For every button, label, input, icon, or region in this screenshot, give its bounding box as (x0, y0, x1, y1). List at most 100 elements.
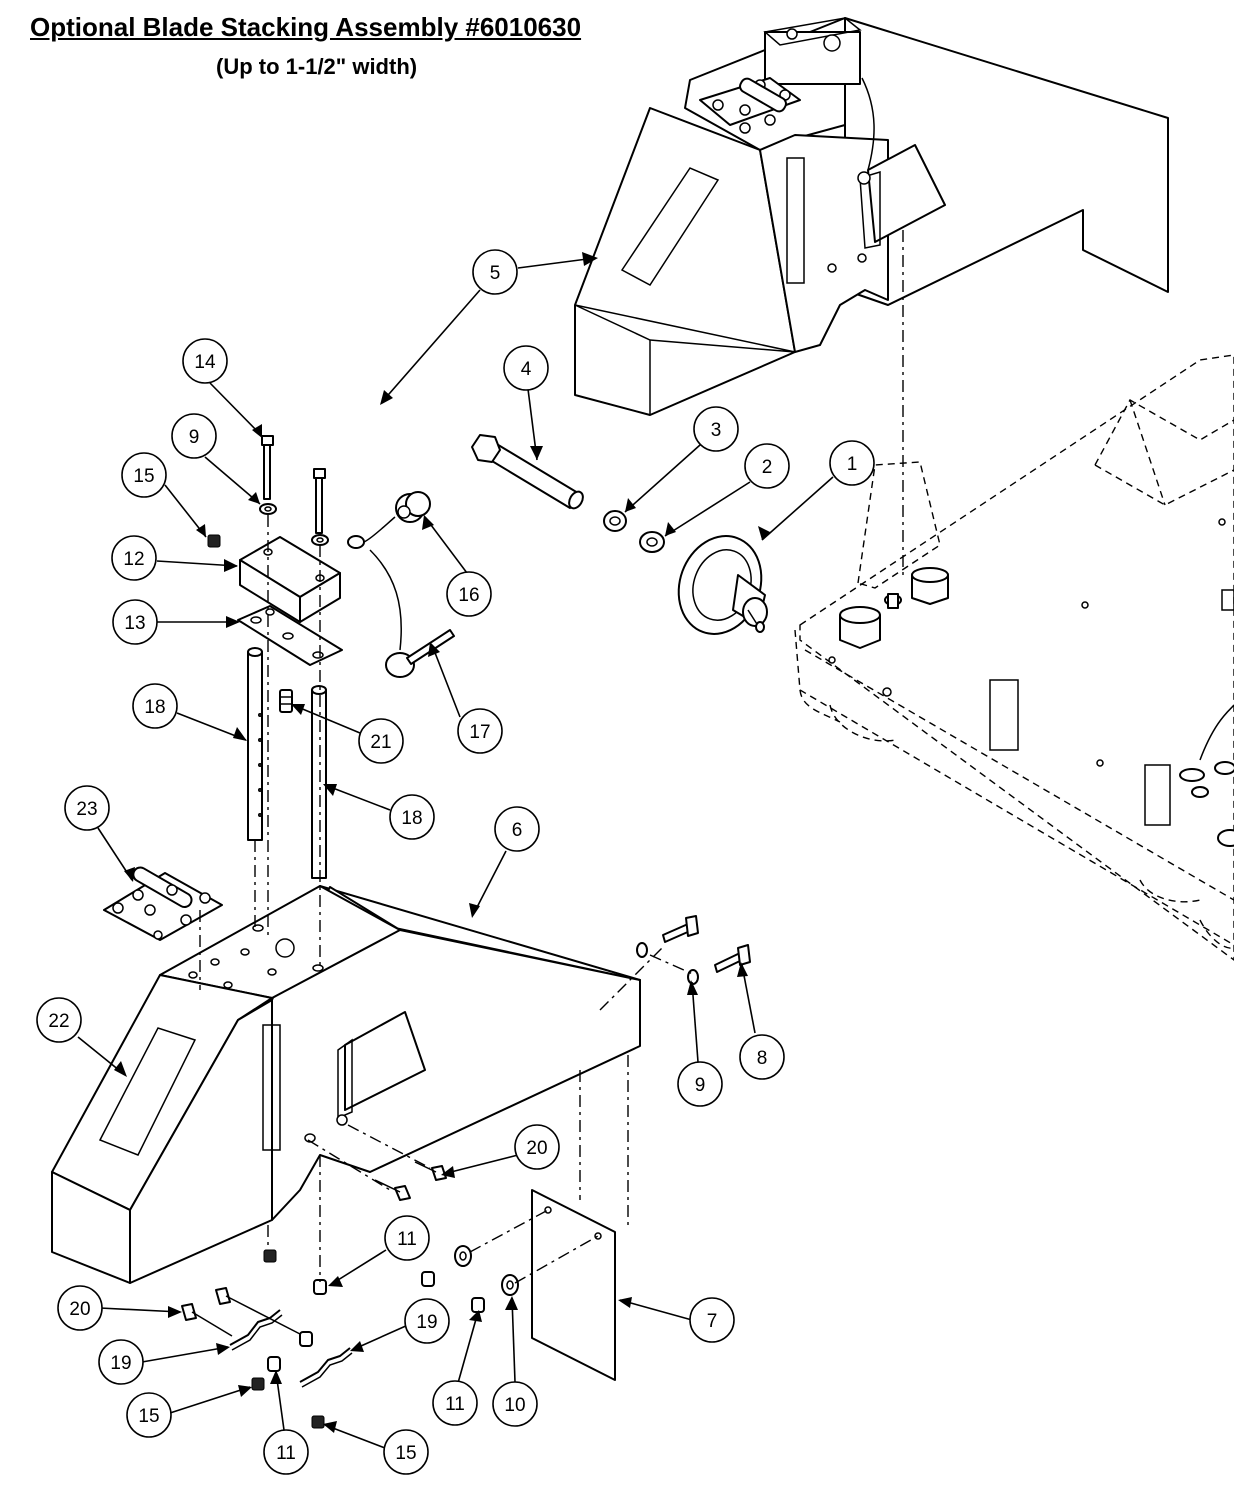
callout-17: 17 (457, 708, 503, 754)
callout-9: 9 (677, 1061, 723, 1107)
tube-18-right (311, 685, 327, 879)
callout-circle (514, 1124, 560, 1170)
callout-circle (64, 785, 110, 831)
callout-15: 15 (121, 452, 167, 498)
callout-circle (677, 1061, 723, 1107)
callout-18: 18 (389, 794, 435, 840)
callout-number: 2 (762, 457, 773, 478)
lanyard-pin (347, 516, 455, 678)
callout-20: 20 (57, 1285, 103, 1331)
callout-circle (132, 683, 178, 729)
callout-3: 3 (693, 406, 739, 452)
callout-number: 23 (76, 799, 97, 820)
callout-number: 10 (504, 1395, 525, 1416)
washer-3 (603, 510, 627, 532)
callout-circle (689, 1297, 735, 1343)
callout-circle (457, 708, 503, 754)
lower-blade-guard (51, 885, 641, 1284)
mounting-block (239, 536, 341, 623)
callout-circle (121, 452, 167, 498)
nut-15 (263, 1249, 277, 1263)
callout-number: 6 (512, 820, 523, 841)
callout-number: 15 (138, 1406, 159, 1427)
callout-circle (383, 1429, 429, 1475)
callout-4: 4 (503, 345, 549, 391)
nut-11-third (313, 1279, 327, 1295)
callout-number: 14 (194, 352, 216, 373)
side-plate (531, 1189, 616, 1381)
callout-circle (57, 1285, 103, 1331)
callout-number: 9 (695, 1075, 706, 1096)
nut-15-second (251, 1377, 265, 1391)
washer-2 (639, 531, 665, 553)
callout-circle (98, 1339, 144, 1385)
callout-10: 10 (492, 1381, 538, 1427)
clamp-19-second (299, 1347, 353, 1388)
callout-5: 5 (472, 249, 518, 295)
callout-8: 8 (739, 1034, 785, 1080)
callout-number: 17 (469, 722, 490, 743)
callout-circle (36, 997, 82, 1043)
callout-number: 3 (711, 420, 722, 441)
tube-18-left (247, 647, 263, 841)
callout-15: 15 (126, 1392, 172, 1438)
callout-circle (503, 345, 549, 391)
callout-number: 20 (69, 1299, 90, 1320)
arrowheads (114, 252, 770, 1433)
callout-circle (112, 599, 158, 645)
callout-circle (492, 1381, 538, 1427)
hinge (103, 866, 223, 941)
page-subtitle: (Up to 1-1/2" width) (216, 54, 418, 79)
callout-circle (446, 571, 492, 617)
mounting-plate (237, 605, 343, 666)
callout-circle (432, 1380, 478, 1426)
callout-20: 20 (514, 1124, 560, 1170)
callout-23: 23 (64, 785, 110, 831)
callout-circle (358, 718, 404, 764)
page-title: Optional Blade Stacking Assembly #601063… (30, 12, 582, 42)
callout-11: 11 (263, 1429, 309, 1475)
saw-deck (794, 354, 1234, 961)
leader-lines (77, 257, 834, 1449)
callout-13: 13 (112, 599, 158, 645)
callout-number: 18 (144, 697, 165, 718)
callout-circle (263, 1429, 309, 1475)
nut-11-fourth (267, 1356, 281, 1372)
bolt-20 (374, 1179, 411, 1201)
callout-7: 7 (689, 1297, 735, 1343)
callout-number: 11 (397, 1229, 417, 1250)
callout-circle (171, 413, 217, 459)
callout-number: 12 (123, 549, 144, 570)
nut-15-third (311, 1415, 325, 1429)
callout-circle (744, 443, 790, 489)
bolt-20-lower (181, 1303, 233, 1337)
callout-number: 4 (521, 359, 532, 380)
nut-11-second (471, 1297, 485, 1313)
callout-circle (404, 1298, 450, 1344)
bolt-14 (261, 435, 274, 500)
callout-12: 12 (111, 535, 157, 581)
callout-circle (494, 806, 540, 852)
callout-6: 6 (494, 806, 540, 852)
callout-19: 19 (98, 1339, 144, 1385)
nut-11-fifth (299, 1331, 313, 1347)
callout-circle (111, 535, 157, 581)
arbor-bolt (471, 434, 584, 510)
nut-11 (421, 1271, 435, 1287)
callout-number: 15 (133, 466, 154, 487)
callout-circle (182, 338, 228, 384)
callout-number: 8 (757, 1048, 768, 1069)
callout-9: 9 (171, 413, 217, 459)
callout-number: 1 (847, 454, 858, 475)
callout-number: 5 (490, 263, 501, 284)
bolt-8 (714, 944, 751, 973)
callout-11: 11 (384, 1215, 430, 1261)
nut-15-top (207, 534, 221, 548)
callout-circle (472, 249, 518, 295)
callout-number: 11 (276, 1443, 296, 1464)
callout-number: 16 (458, 585, 479, 606)
callout-15: 15 (383, 1429, 429, 1475)
callout-11: 11 (432, 1380, 478, 1426)
callout-number: 22 (48, 1011, 69, 1032)
